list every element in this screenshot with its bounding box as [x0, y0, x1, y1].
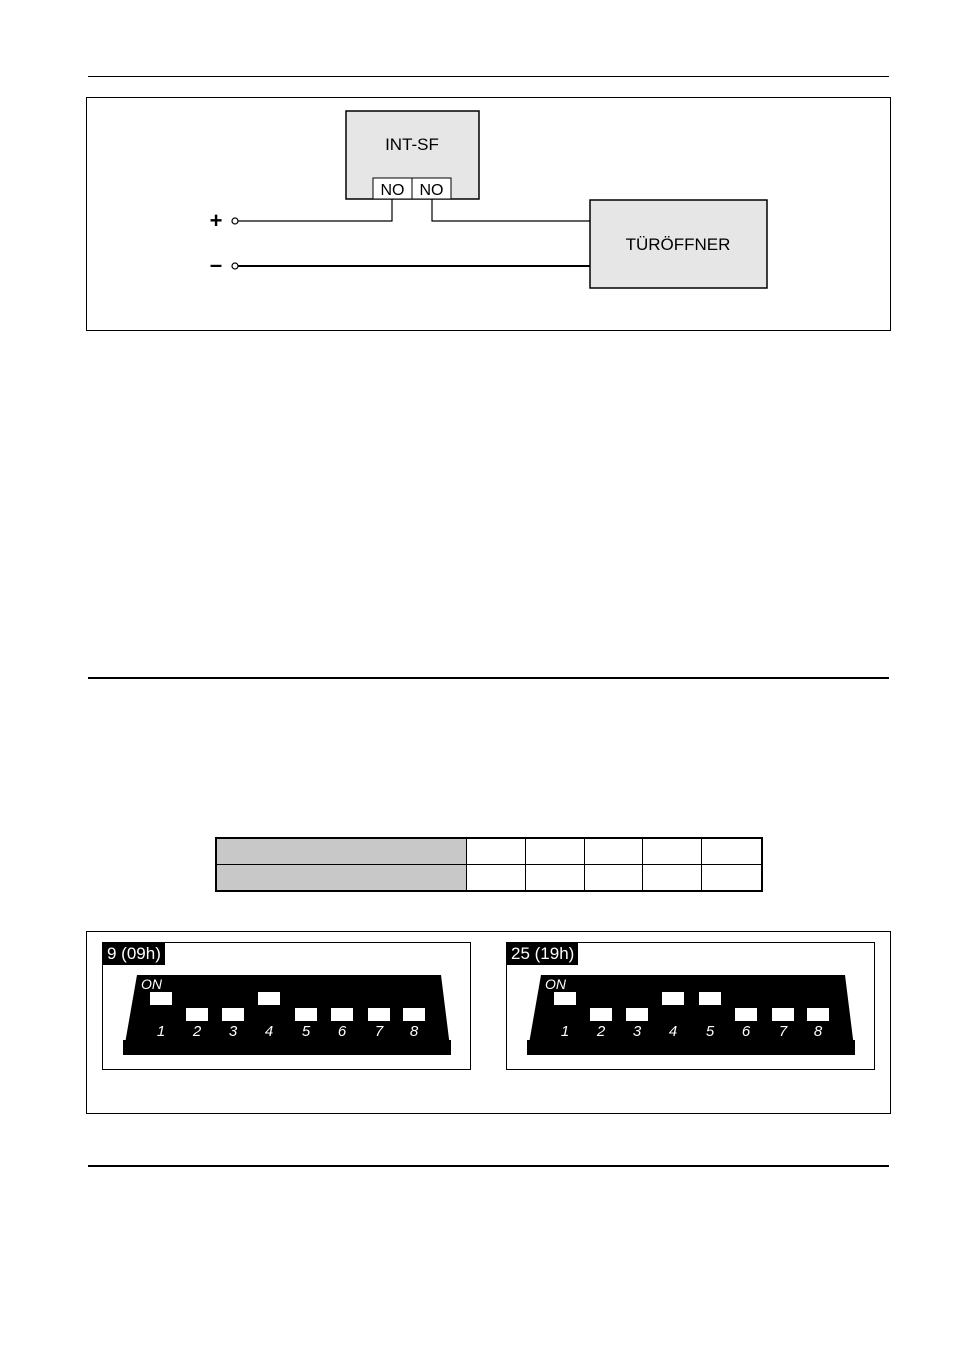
dip-switch-8 [807, 1008, 829, 1021]
table-cell [643, 864, 703, 890]
dip-switch-6 [735, 1008, 757, 1021]
dip-switch-5 [295, 1008, 317, 1021]
dip-switch-number: 8 [814, 1023, 823, 1040]
dip-switch-1 [554, 992, 576, 1005]
dip-switch-graphic: ON 1 2 3 4 5 6 7 8 [123, 975, 451, 1055]
dip-example-9: 9 (09h) ON 1 2 3 4 5 6 7 8 [102, 942, 471, 1070]
wiring-diagram-svg: INT-SF NO NO TÜRÖFFNER + – [210, 110, 768, 289]
dip-base [527, 1040, 855, 1055]
minus-terminal [231, 262, 239, 270]
dip-switch-graphic: ON 1 2 3 4 5 6 7 8 [527, 975, 855, 1055]
plus-wire [238, 199, 393, 222]
table-cell [467, 864, 526, 890]
dip-switch-1 [150, 992, 172, 1005]
dip-on-label: ON [141, 976, 163, 992]
dip-switch-3 [626, 1008, 648, 1021]
table-cell [525, 839, 585, 865]
table-row-label [217, 839, 467, 865]
dip-switch-number: 3 [633, 1023, 642, 1040]
contact-right-label: NO [420, 182, 444, 199]
dip-switch-8 [403, 1008, 425, 1021]
dip-on-label: ON [545, 976, 567, 992]
dip-switch-number: 6 [338, 1023, 347, 1040]
dip-switch-4 [258, 992, 280, 1005]
dip-body [527, 975, 855, 1055]
wiring-diagram: INT-SF NO NO TÜRÖFFNER + – [86, 97, 891, 331]
dip-switch-number: 5 [302, 1023, 311, 1040]
contact-left-label: NO [381, 182, 405, 199]
dip-switch-3 [222, 1008, 244, 1021]
table-cell [584, 839, 644, 865]
dip-example-title: 9 (09h) [103, 943, 165, 965]
table-cell [526, 864, 585, 890]
header-rule [88, 76, 889, 77]
dip-body [123, 975, 451, 1055]
dip-base [123, 1040, 451, 1055]
switched-wire [431, 199, 590, 222]
door-opener-device [589, 199, 768, 289]
dip-switch-6 [331, 1008, 353, 1021]
dip-switch-number: 1 [561, 1023, 569, 1040]
dip-switch-number: 4 [669, 1023, 677, 1040]
table-cell [467, 839, 526, 865]
dip-switch-2 [590, 1008, 612, 1021]
minus-symbol: – [210, 252, 222, 277]
table-cell [702, 839, 761, 865]
dip-switch-number: 7 [375, 1023, 384, 1040]
dip-switch-number: 1 [157, 1023, 165, 1040]
dip-switch-4 [662, 992, 684, 1005]
dip-switch-number: 3 [229, 1023, 238, 1040]
plus-symbol: + [210, 208, 223, 233]
section-rule-1 [88, 677, 889, 679]
dip-example-25: 25 (19h) ON 1 2 3 4 5 6 7 8 [506, 942, 875, 1070]
dip-switch-2 [186, 1008, 208, 1021]
dip-switch-number: 8 [410, 1023, 419, 1040]
dip-switch-number: 7 [779, 1023, 788, 1040]
table-row-label [217, 864, 467, 890]
dip-switch-number: 4 [265, 1023, 273, 1040]
dip-switch-number: 5 [706, 1023, 715, 1040]
plus-terminal [231, 217, 239, 225]
module-label: INT-SF [385, 135, 439, 154]
dip-switch-5 [699, 992, 721, 1005]
dip-switch-number: 2 [596, 1023, 606, 1040]
dip-switch-7 [368, 1008, 390, 1021]
device-label: TÜRÖFFNER [626, 235, 731, 254]
address-table [215, 837, 763, 892]
dip-switch-7 [772, 1008, 794, 1021]
table-cell [585, 864, 644, 890]
dip-switch-number: 6 [742, 1023, 751, 1040]
dip-example-title: 25 (19h) [507, 943, 579, 965]
section-rule-2 [88, 1165, 889, 1167]
table-cell [702, 865, 761, 891]
dip-switch-number: 2 [192, 1023, 202, 1040]
table-cell [643, 839, 703, 865]
